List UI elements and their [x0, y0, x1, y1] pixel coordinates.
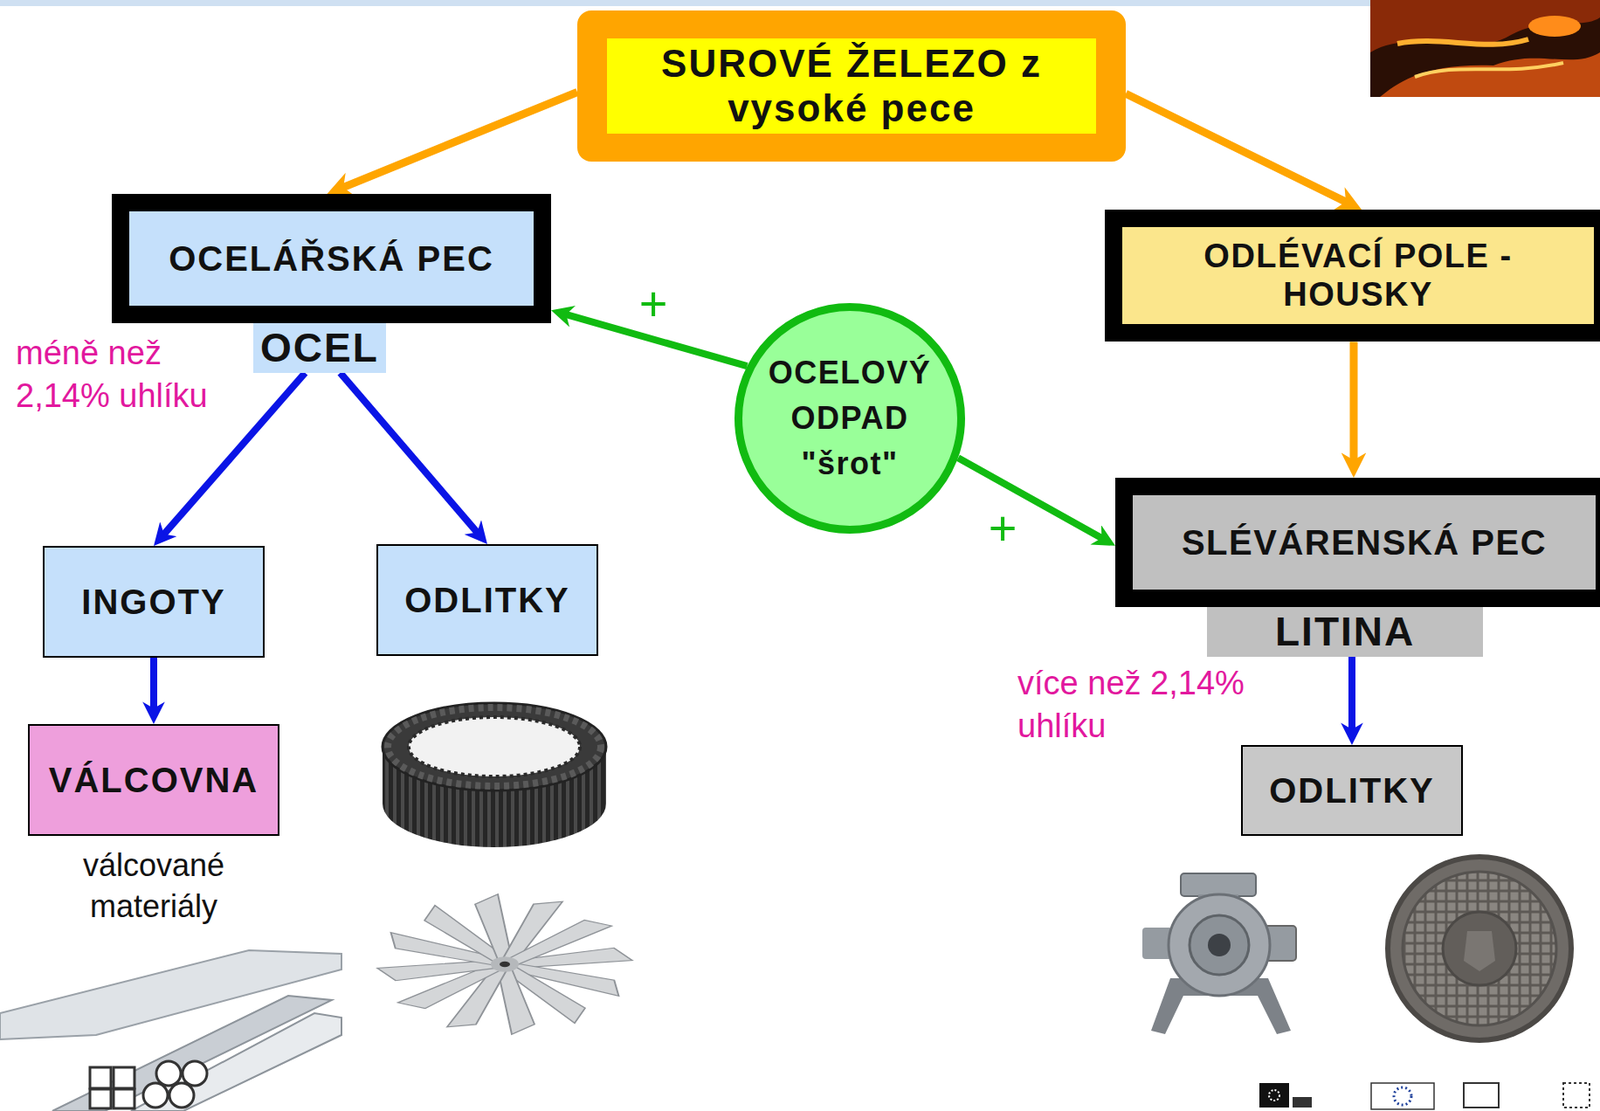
- logo-strip: [1259, 1082, 1590, 1110]
- impeller-blade: [377, 960, 497, 981]
- lava-picture: [1370, 0, 1600, 97]
- furnace-box: SLÉVÁRENSKÁ PECLITINA: [1115, 477, 1600, 657]
- logo-ministry: [1463, 1082, 1499, 1108]
- pump-ring: [1189, 915, 1249, 975]
- source-box: SUROVÉ ŽELEZO z vysoké pece: [577, 10, 1126, 162]
- impeller-blade: [497, 969, 535, 1035]
- gear-teeth: [387, 707, 601, 787]
- casting-field-box: ODLÉVACÍ POLE - HOUSKY: [1104, 209, 1600, 342]
- mill-box: VÁLCOVNA: [27, 724, 280, 836]
- product-box: ODLITKY: [376, 544, 599, 656]
- cover-rim: [1387, 856, 1572, 1041]
- node-text: OCELÁŘSKÁ PEC: [111, 193, 552, 324]
- lava-flow: [1370, 0, 1600, 53]
- node-heading: OCEL: [253, 323, 387, 373]
- gear-hole: [408, 717, 580, 777]
- impeller-picture: [377, 894, 633, 1035]
- node-text: INGOTY: [81, 580, 226, 623]
- lava-glow: [1528, 15, 1581, 37]
- logo-stars: [1268, 1089, 1280, 1101]
- product-box: INGOTY: [42, 545, 264, 658]
- impeller-bore: [499, 961, 511, 968]
- pump-bore: [1207, 933, 1231, 957]
- logo-eu-stars: [1393, 1087, 1412, 1105]
- impeller-blade: [475, 894, 512, 960]
- pump-flange: [1180, 873, 1256, 897]
- edge-label: +: [988, 503, 1018, 553]
- connector: [1349, 341, 1358, 465]
- logo-flag: [1259, 1082, 1290, 1108]
- node-text: ODLITKY: [1268, 769, 1435, 812]
- square-tube: [89, 1089, 111, 1109]
- note-label: méně než 2,14% uhlíku: [15, 331, 252, 419]
- connector: [338, 92, 578, 190]
- pump-body: [1168, 894, 1270, 996]
- steel-profiles-picture: [0, 950, 342, 1111]
- steel-beam: [131, 1013, 342, 1111]
- logo-program: [1563, 1082, 1590, 1108]
- round-tube: [143, 1082, 168, 1108]
- impeller-blade: [497, 915, 620, 966]
- square-tube: [89, 1067, 111, 1089]
- impeller-hub: [490, 956, 519, 973]
- connector: [340, 372, 481, 536]
- circle-shape: [738, 307, 962, 531]
- connector: [1348, 656, 1356, 734]
- manhole-cover-picture: [1387, 856, 1572, 1041]
- note-label: válcované materiály: [39, 845, 269, 928]
- node-text: SLÉVÁRENSKÁ PEC: [1115, 477, 1600, 607]
- round-tube: [169, 1082, 194, 1108]
- pump-housing-picture: [1142, 873, 1297, 1035]
- logo-mark: [1292, 1096, 1312, 1108]
- label-holder: válcované materiály: [39, 845, 269, 928]
- round-tube: [156, 1061, 181, 1086]
- connector: [150, 657, 158, 713]
- lava-glow: [1397, 39, 1529, 45]
- round-tube: [182, 1061, 207, 1086]
- edge-label: +: [639, 279, 669, 329]
- note-label: více než 2,14% uhlíku: [1017, 662, 1306, 749]
- cover-emblem: [1442, 911, 1517, 986]
- top-bar: [0, 0, 1600, 7]
- node-text: SUROVÉ ŽELEZO z vysoké pece: [606, 38, 1097, 134]
- gear-top: [382, 703, 607, 791]
- label-holder: více než 2,14% uhlíku: [1017, 662, 1306, 749]
- connector: [958, 457, 1106, 540]
- square-tube: [113, 1089, 135, 1109]
- gear-inner-teeth: [408, 717, 580, 777]
- product-box: ODLITKY: [1241, 744, 1463, 836]
- node-text: VÁLCOVNA: [48, 758, 259, 801]
- lava-ground: [1370, 0, 1600, 97]
- lava-flow: [1379, 52, 1600, 97]
- logo-eu: [1371, 1082, 1435, 1110]
- node-text: ODLITKY: [404, 579, 571, 621]
- node-heading: LITINA: [1206, 606, 1483, 657]
- square-tube: [113, 1067, 135, 1089]
- connector-group: [153, 92, 1354, 735]
- node-text: ODLÉVACÍ POLE - HOUSKY: [1104, 209, 1600, 342]
- node-text: OCELOVÝ ODPAD "šrot": [756, 350, 945, 488]
- gear-ring-picture: [382, 703, 607, 848]
- cover-grid: [1402, 871, 1557, 1026]
- lava-glow: [1414, 62, 1564, 77]
- scrap-circle: OCELOVÝ ODPAD "šrot": [734, 303, 966, 534]
- furnace-box: OCELÁŘSKÁ PECOCEL: [111, 193, 552, 373]
- label-holder: +: [988, 503, 1018, 553]
- cover-shield: [1463, 931, 1496, 972]
- label-holder: méně než 2,14% uhlíku: [15, 331, 252, 419]
- label-holder: +: [639, 279, 669, 329]
- connector: [1125, 93, 1351, 204]
